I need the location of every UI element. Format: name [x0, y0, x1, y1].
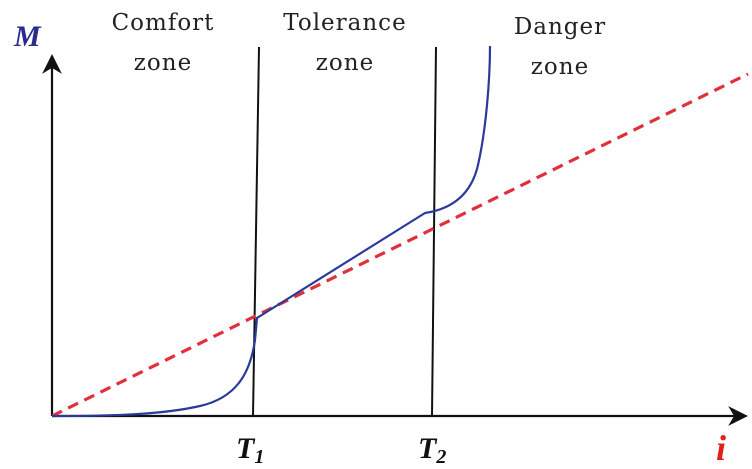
- threshold-line-t2: [431, 46, 437, 417]
- x-axis-label: i: [716, 428, 726, 468]
- threshold-label-t1: T1: [236, 432, 264, 468]
- threshold-label-t2-main: T: [418, 432, 438, 465]
- zone-label-tolerance-line2: zone: [316, 50, 374, 76]
- response-curve: [51, 45, 492, 418]
- zone-label-comfort-line2: zone: [134, 50, 192, 76]
- threshold-label-t1-sub: 1: [254, 446, 264, 468]
- reference-dashed-line: [51, 72, 749, 418]
- zone-label-comfort-line1: Comfort: [112, 10, 215, 36]
- zone-label-danger-line1: Danger: [514, 14, 606, 40]
- threshold-label-t2-sub: 2: [435, 446, 446, 468]
- threshold-line-t1: [252, 46, 260, 417]
- threshold-label-t2: T2: [418, 432, 446, 468]
- y-axis-label: M: [13, 20, 42, 53]
- threshold-label-t1-main: T: [236, 432, 256, 465]
- zone-label-danger-line2: zone: [531, 54, 589, 80]
- zone-label-tolerance-line1: Tolerance: [283, 10, 406, 36]
